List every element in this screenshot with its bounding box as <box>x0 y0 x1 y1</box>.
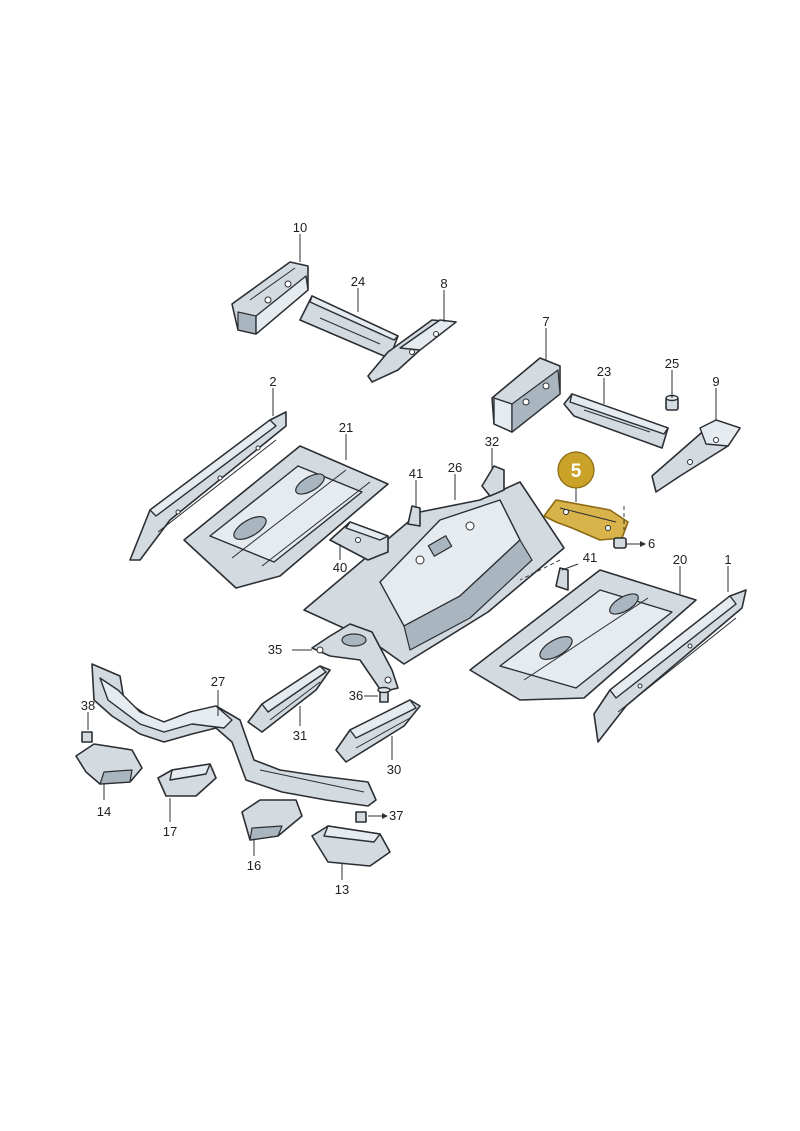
callout-label[interactable]: 13 <box>335 882 349 897</box>
callout-label[interactable]: 10 <box>293 220 307 235</box>
part-17-bracket[interactable] <box>157 763 217 797</box>
callout-label[interactable]: 8 <box>440 276 447 291</box>
part-31-rail[interactable] <box>247 665 331 733</box>
part-36-bolt[interactable] <box>377 686 391 703</box>
part-26-center-tunnel[interactable] <box>303 481 565 665</box>
part-7-bracket[interactable] <box>491 357 561 433</box>
highlight-badge[interactable]: 5 <box>557 451 595 502</box>
callout-label[interactable]: 17 <box>163 824 177 839</box>
part-21-floor-pan[interactable] <box>183 445 389 589</box>
part-10-bracket[interactable] <box>231 261 309 335</box>
callout-label[interactable]: 6 <box>648 536 655 551</box>
part-30-rail[interactable] <box>335 699 421 763</box>
callout-label[interactable]: 24 <box>351 274 365 289</box>
callout-label[interactable]: 20 <box>673 552 687 567</box>
part-13-bracket[interactable] <box>311 825 391 867</box>
part-14-bracket[interactable] <box>75 743 143 785</box>
callout-label[interactable]: 36 <box>349 688 363 703</box>
part-35-bracket[interactable] <box>311 623 399 693</box>
callout-label[interactable]: 41 <box>409 466 423 481</box>
part-1-sill[interactable] <box>593 589 747 743</box>
highlight-label: 5 <box>571 461 582 482</box>
callout-label[interactable]: 7 <box>542 314 549 329</box>
callout-label[interactable]: 26 <box>448 460 462 475</box>
part-41-clip-left[interactable] <box>407 505 421 527</box>
callout-label[interactable]: 32 <box>485 434 499 449</box>
callout-label[interactable]: 21 <box>339 420 353 435</box>
part-2-sill[interactable] <box>129 411 287 561</box>
callout-label[interactable]: 31 <box>293 728 307 743</box>
callout-label[interactable]: 23 <box>597 364 611 379</box>
part-9-bracket[interactable] <box>651 419 741 493</box>
callout-label[interactable]: 1 <box>724 552 731 567</box>
callout-label[interactable]: 35 <box>268 642 282 657</box>
part-27-rear-member[interactable] <box>91 663 377 807</box>
callout-label[interactable]: 30 <box>387 762 401 777</box>
arrow-icon <box>640 541 646 547</box>
part-38-clip[interactable] <box>81 731 93 743</box>
part-40-bracket[interactable] <box>329 521 389 561</box>
part-6-nut[interactable] <box>613 537 627 549</box>
part-41-clip-right[interactable] <box>555 567 569 591</box>
part-8-bracket[interactable] <box>367 319 457 383</box>
callout-label[interactable]: 25 <box>665 356 679 371</box>
part-37-clip[interactable] <box>355 811 367 823</box>
callout-label[interactable]: 40 <box>333 560 347 575</box>
callout-label[interactable]: 27 <box>211 674 225 689</box>
callout-label[interactable]: 14 <box>97 804 111 819</box>
part-16-bracket[interactable] <box>241 799 303 841</box>
part-32-bracket[interactable] <box>481 465 505 497</box>
part-24-rail[interactable] <box>299 295 399 357</box>
callout-label[interactable]: 38 <box>81 698 95 713</box>
callout-label[interactable]: 16 <box>247 858 261 873</box>
part-23-rail[interactable] <box>563 393 669 449</box>
callout-label[interactable]: 9 <box>712 374 719 389</box>
part-20-floor-pan[interactable] <box>469 569 697 701</box>
callouts: 10 24 8 7 25 23 9 2 21 32 41 26 6 41 20 … <box>81 220 732 897</box>
callout-label[interactable]: 41 <box>583 550 597 565</box>
part-5-crossmember[interactable] <box>543 499 629 541</box>
arrow-icon <box>382 813 388 819</box>
callout-label[interactable]: 37 <box>389 808 403 823</box>
dashline-41 <box>519 559 561 581</box>
callout-label[interactable]: 2 <box>269 374 276 389</box>
